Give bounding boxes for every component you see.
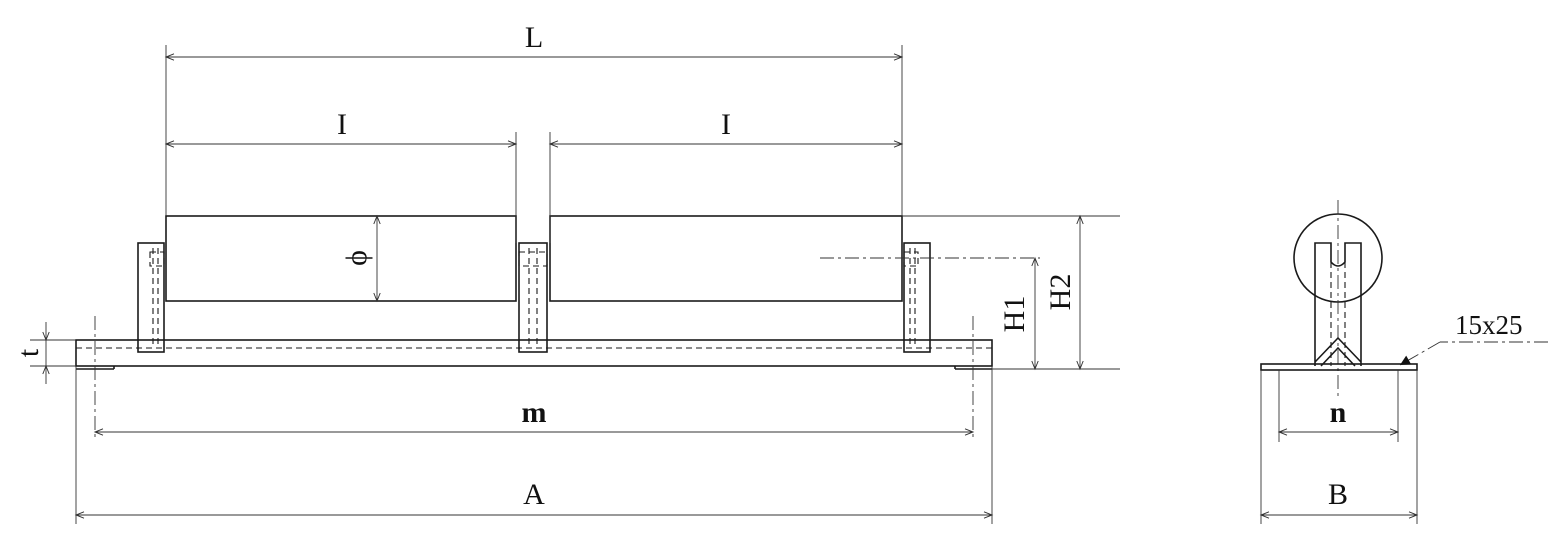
dim-m: m: [93, 396, 975, 436]
dim-B-label: B: [1328, 478, 1348, 511]
roller-right: [549, 215, 903, 302]
dim-t: t: [12, 322, 50, 384]
dim-n: n: [1277, 396, 1400, 436]
dim-I-right: I: [548, 108, 904, 148]
dim-L: L: [164, 21, 904, 61]
dim-m-label: m: [522, 396, 547, 429]
dim-H1: H1: [998, 256, 1039, 371]
dim-I-left: I: [164, 108, 518, 148]
dim-B: B: [1259, 478, 1419, 519]
dim-n-label: n: [1330, 396, 1347, 429]
dim-H2: H2: [1044, 214, 1084, 371]
side-bracket: [1314, 242, 1362, 367]
dim-H2-label: H2: [1044, 274, 1077, 311]
bracket-right: [903, 242, 931, 353]
dim-phi-label: ϕ: [340, 250, 373, 266]
dim-L-label: L: [525, 21, 543, 54]
dim-A-label: A: [523, 478, 545, 511]
base-plate: [75, 339, 993, 370]
dim-I-right-label: I: [721, 108, 731, 141]
bracket-middle: [518, 242, 548, 353]
slot-size-label: 15x25: [1455, 310, 1523, 340]
roller-left: [165, 215, 517, 302]
dim-t-label: t: [12, 348, 45, 357]
slot-leader: 15x25: [1399, 310, 1548, 366]
dim-phi: ϕ: [340, 214, 381, 303]
bracket-left: [137, 242, 165, 353]
dim-A: A: [74, 478, 994, 519]
dim-I-left-label: I: [337, 108, 347, 141]
side-base-plate: [1260, 363, 1418, 371]
front-view: L I I ϕ H1 H2 t: [12, 21, 1120, 524]
side-view: n B 15x25: [1259, 200, 1548, 524]
dim-H1-label: H1: [998, 296, 1031, 333]
